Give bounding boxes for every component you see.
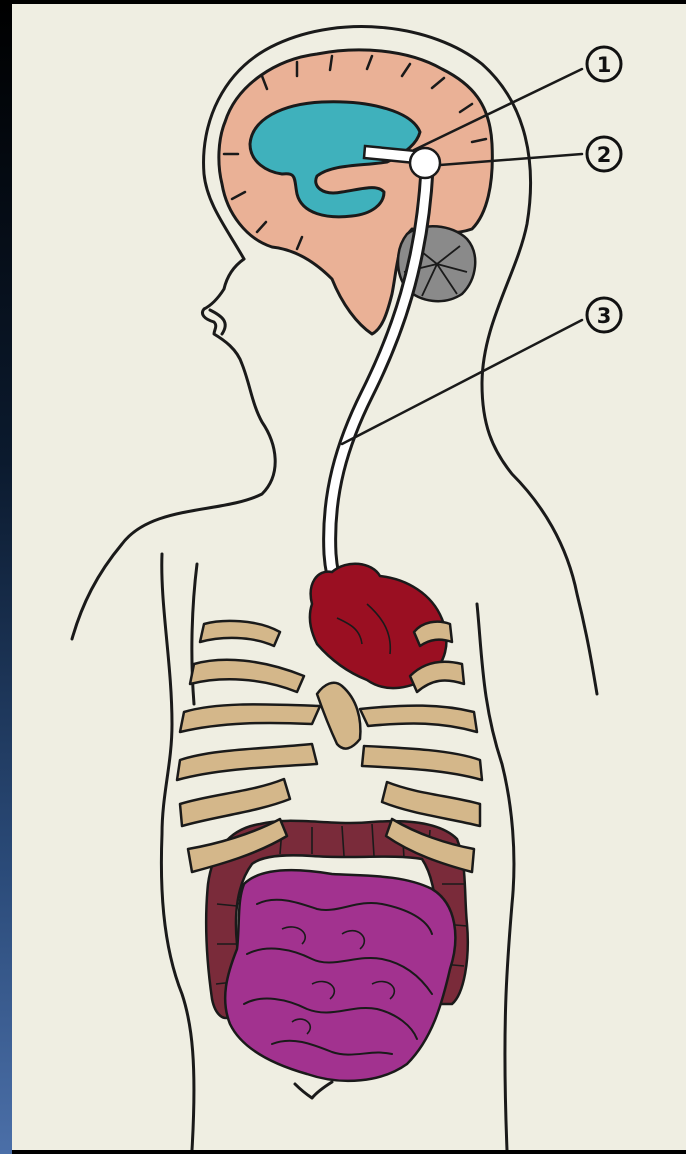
- callout-number: 3: [597, 304, 612, 328]
- left-edge-gradient: [0, 0, 12, 1154]
- small-intestine: [225, 870, 455, 1081]
- shunt-valve: [410, 148, 440, 178]
- callout-number: 1: [597, 53, 612, 77]
- callout-2: 2: [587, 137, 621, 171]
- illustration-panel: 1 2 3: [12, 4, 686, 1150]
- shunt-diagram-svg: 1 2 3: [12, 4, 686, 1150]
- callout-3: 3: [587, 298, 621, 332]
- callout-number: 2: [597, 143, 612, 167]
- callout-1: 1: [587, 47, 621, 81]
